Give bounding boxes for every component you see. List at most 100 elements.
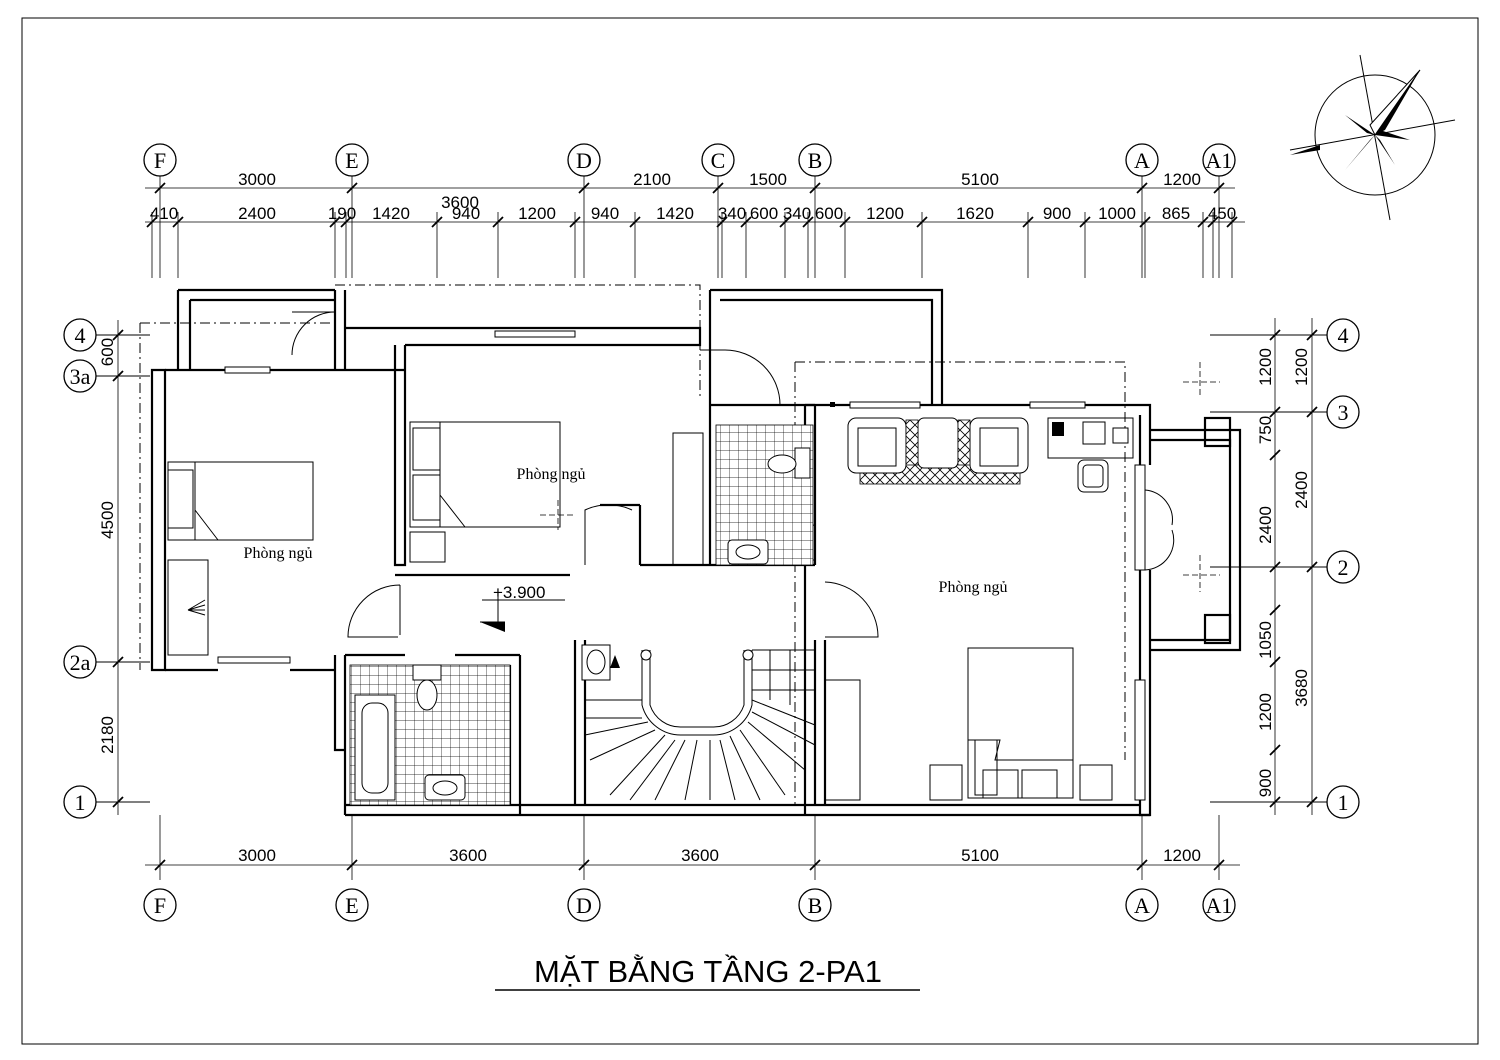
dimension-line [172, 216, 184, 228]
dim-text: 3600 [441, 193, 479, 212]
desk [1047, 417, 1134, 493]
grid-bubbles-right: 4 3 2 1 [1326, 318, 1360, 819]
grid-label: 2 [1338, 555, 1349, 580]
dimension-line [578, 182, 590, 194]
grid-label: 1 [75, 790, 86, 815]
dim-text: 1420 [372, 204, 410, 223]
grid-label: 3 [1338, 400, 1349, 425]
dims-top-detail: 410 2400 190 1420 940 1200 940 1420 340 … [150, 204, 1236, 223]
drawing-title: MẶT BẰNG TẦNG 2-PA1 [534, 954, 882, 989]
grid-label: A [1134, 148, 1150, 173]
dim-text: 3600 [681, 846, 719, 865]
dim-text: 410 [150, 204, 178, 223]
grid-label: 3a [70, 364, 91, 389]
dimension-line [809, 182, 821, 194]
windows [217, 330, 1146, 801]
dimension-line [340, 216, 352, 228]
dimension-line [779, 216, 791, 228]
wardrobe-left [167, 559, 209, 656]
grid-label: A [1134, 893, 1150, 918]
grid-label: A1 [1206, 893, 1233, 918]
dimension-line [1136, 859, 1148, 871]
bed-right [824, 647, 1113, 801]
room-labels: Phòng ngủ Phòng ngủ Phòng ngủ [244, 466, 1008, 596]
grid-label: 1 [1338, 790, 1349, 815]
dim-text: 2400 [1292, 471, 1311, 509]
dim-text: 865 [1162, 204, 1190, 223]
grid-label: C [711, 148, 726, 173]
grid-label: 4 [1338, 323, 1349, 348]
grid-label: E [345, 148, 358, 173]
staircase [584, 649, 816, 801]
dims-right-inner: 1200 750 2400 1050 1200 900 [1256, 348, 1275, 797]
grid-label: B [808, 893, 823, 918]
dim-text: 340 [718, 204, 746, 223]
sheet-border [21, 17, 1479, 1045]
dims-left: 600 4500 2180 [98, 338, 117, 754]
dim-text: 600 [750, 204, 778, 223]
dimension-line [431, 216, 443, 228]
wc-bottom-left [349, 664, 511, 806]
room-label-bedroom-right: Phòng ngủ [939, 579, 1008, 596]
dimension-line [802, 216, 814, 228]
dim-text: 750 [1256, 416, 1275, 444]
dim-text: 1200 [866, 204, 904, 223]
dim-text: 1420 [656, 204, 694, 223]
dim-text: 3600 [449, 846, 487, 865]
grid-label: 4 [75, 323, 86, 348]
dimension-line [346, 859, 358, 871]
dim-text: 2100 [633, 170, 671, 189]
level-marker: +3.900 [480, 583, 565, 632]
dimension-line [1269, 449, 1281, 461]
dimension-line [1139, 216, 1151, 228]
dimension-line [146, 216, 158, 228]
dimension-line [1207, 216, 1219, 228]
dimension-line [1213, 182, 1225, 194]
dim-text: 1200 [1256, 348, 1275, 386]
dim-text: 1050 [1256, 621, 1275, 659]
dim-text: 1200 [518, 204, 556, 223]
dims-top-major: 3000 3600 2100 1500 5100 1200 [238, 170, 1201, 212]
dimension-line [1079, 216, 1091, 228]
dimension-line [1269, 656, 1281, 668]
dim-text: 1000 [1098, 204, 1136, 223]
dim-text: 1620 [956, 204, 994, 223]
dimension-line [716, 216, 728, 228]
grid-leader-lines [96, 334, 1327, 803]
dimension-line [740, 216, 752, 228]
room-label-bedroom-middle: Phòng ngủ [517, 466, 586, 483]
dimension-line [569, 216, 581, 228]
dimension-line [154, 182, 166, 194]
grid-label: F [154, 148, 166, 173]
dimension-line [578, 859, 590, 871]
grid-bubbles-top: F E D C B A A1 [143, 143, 1236, 177]
grid-label: E [345, 893, 358, 918]
north-arrow-icon [1289, 54, 1456, 221]
grid-label: D [576, 148, 592, 173]
dim-text: 5100 [961, 170, 999, 189]
dimension-line [492, 216, 504, 228]
dim-text: 3000 [238, 846, 276, 865]
grid-label: D [576, 893, 592, 918]
dim-text: 600 [815, 204, 843, 223]
dimension-line [1226, 216, 1238, 228]
dim-text: 2400 [238, 204, 276, 223]
projection-outline [139, 284, 1126, 805]
wc-middle [715, 424, 814, 566]
dimension-line [1269, 744, 1281, 756]
dimension-line [839, 216, 851, 228]
dim-text: 450 [1208, 204, 1236, 223]
dim-text: 900 [1043, 204, 1071, 223]
dim-text: 340 [783, 204, 811, 223]
dims-bottom: 3000 3600 3600 5100 1200 [238, 846, 1201, 865]
dimension-lines [112, 176, 1318, 880]
dim-text: 1500 [749, 170, 787, 189]
room-label-bedroom-left: Phòng ngủ [244, 545, 313, 562]
dimension-line [346, 182, 358, 194]
dim-text: 3000 [238, 170, 276, 189]
center-marks [540, 362, 1220, 592]
sofa-set [847, 417, 1029, 485]
grid-bubbles-bottom: F E D B A A1 [143, 888, 1236, 922]
bed-middle [409, 421, 704, 566]
